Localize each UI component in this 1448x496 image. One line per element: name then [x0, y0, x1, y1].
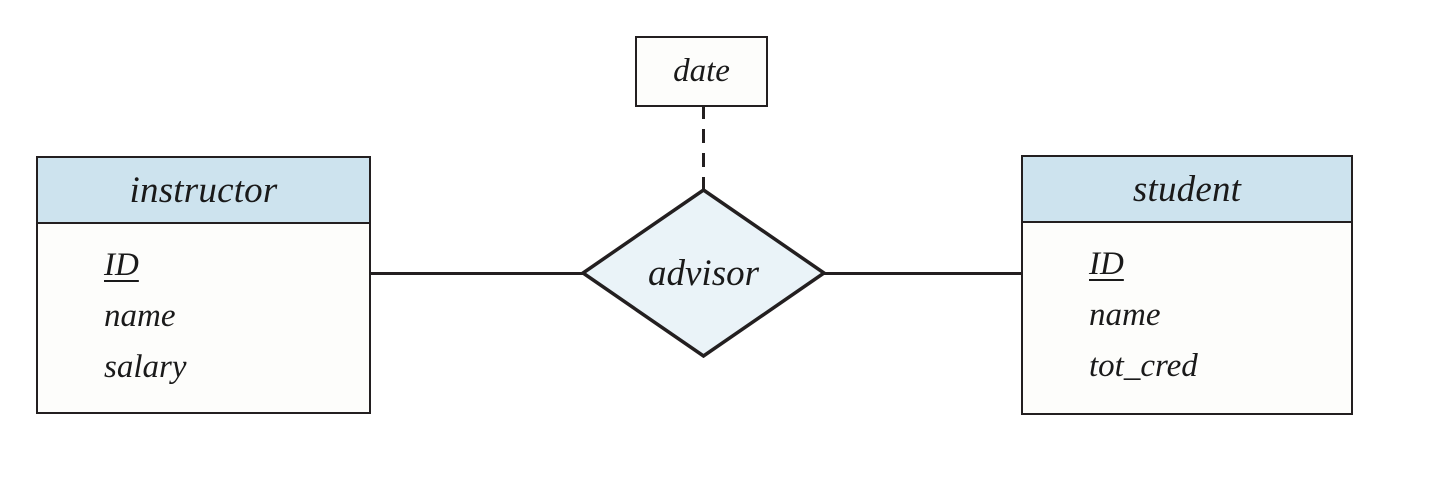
entity-student-header: student: [1023, 157, 1351, 223]
attribute-student-tot-cred: tot_cred: [1089, 348, 1198, 384]
entity-student-attributes: ID name tot_cred: [1023, 223, 1351, 413]
relationship-advisor[interactable]: advisor: [581, 188, 826, 358]
attribute-instructor-id: ID: [104, 247, 139, 283]
connector-advisor-to-student: [824, 272, 1022, 275]
attribute-student-name: name: [1089, 297, 1161, 333]
attribute-box-date[interactable]: date: [635, 36, 768, 107]
attribute-student-id: ID: [1089, 246, 1124, 282]
entity-instructor-title: instructor: [129, 169, 278, 211]
attribute-instructor-salary: salary: [104, 349, 187, 385]
entity-student[interactable]: student ID name tot_cred: [1021, 155, 1353, 415]
attribute-instructor-name: name: [104, 298, 176, 334]
connector-date-to-advisor: [702, 105, 705, 190]
entity-student-title: student: [1132, 168, 1242, 210]
relationship-advisor-label: advisor: [648, 252, 759, 294]
relationship-advisor-diamond-shape: [581, 188, 826, 358]
entity-instructor-attributes: ID name salary: [38, 224, 369, 412]
connector-instructor-to-advisor: [371, 272, 583, 275]
entity-instructor[interactable]: instructor ID name salary: [36, 156, 371, 414]
entity-instructor-header: instructor: [38, 158, 369, 224]
attribute-box-date-label: date: [673, 53, 730, 89]
